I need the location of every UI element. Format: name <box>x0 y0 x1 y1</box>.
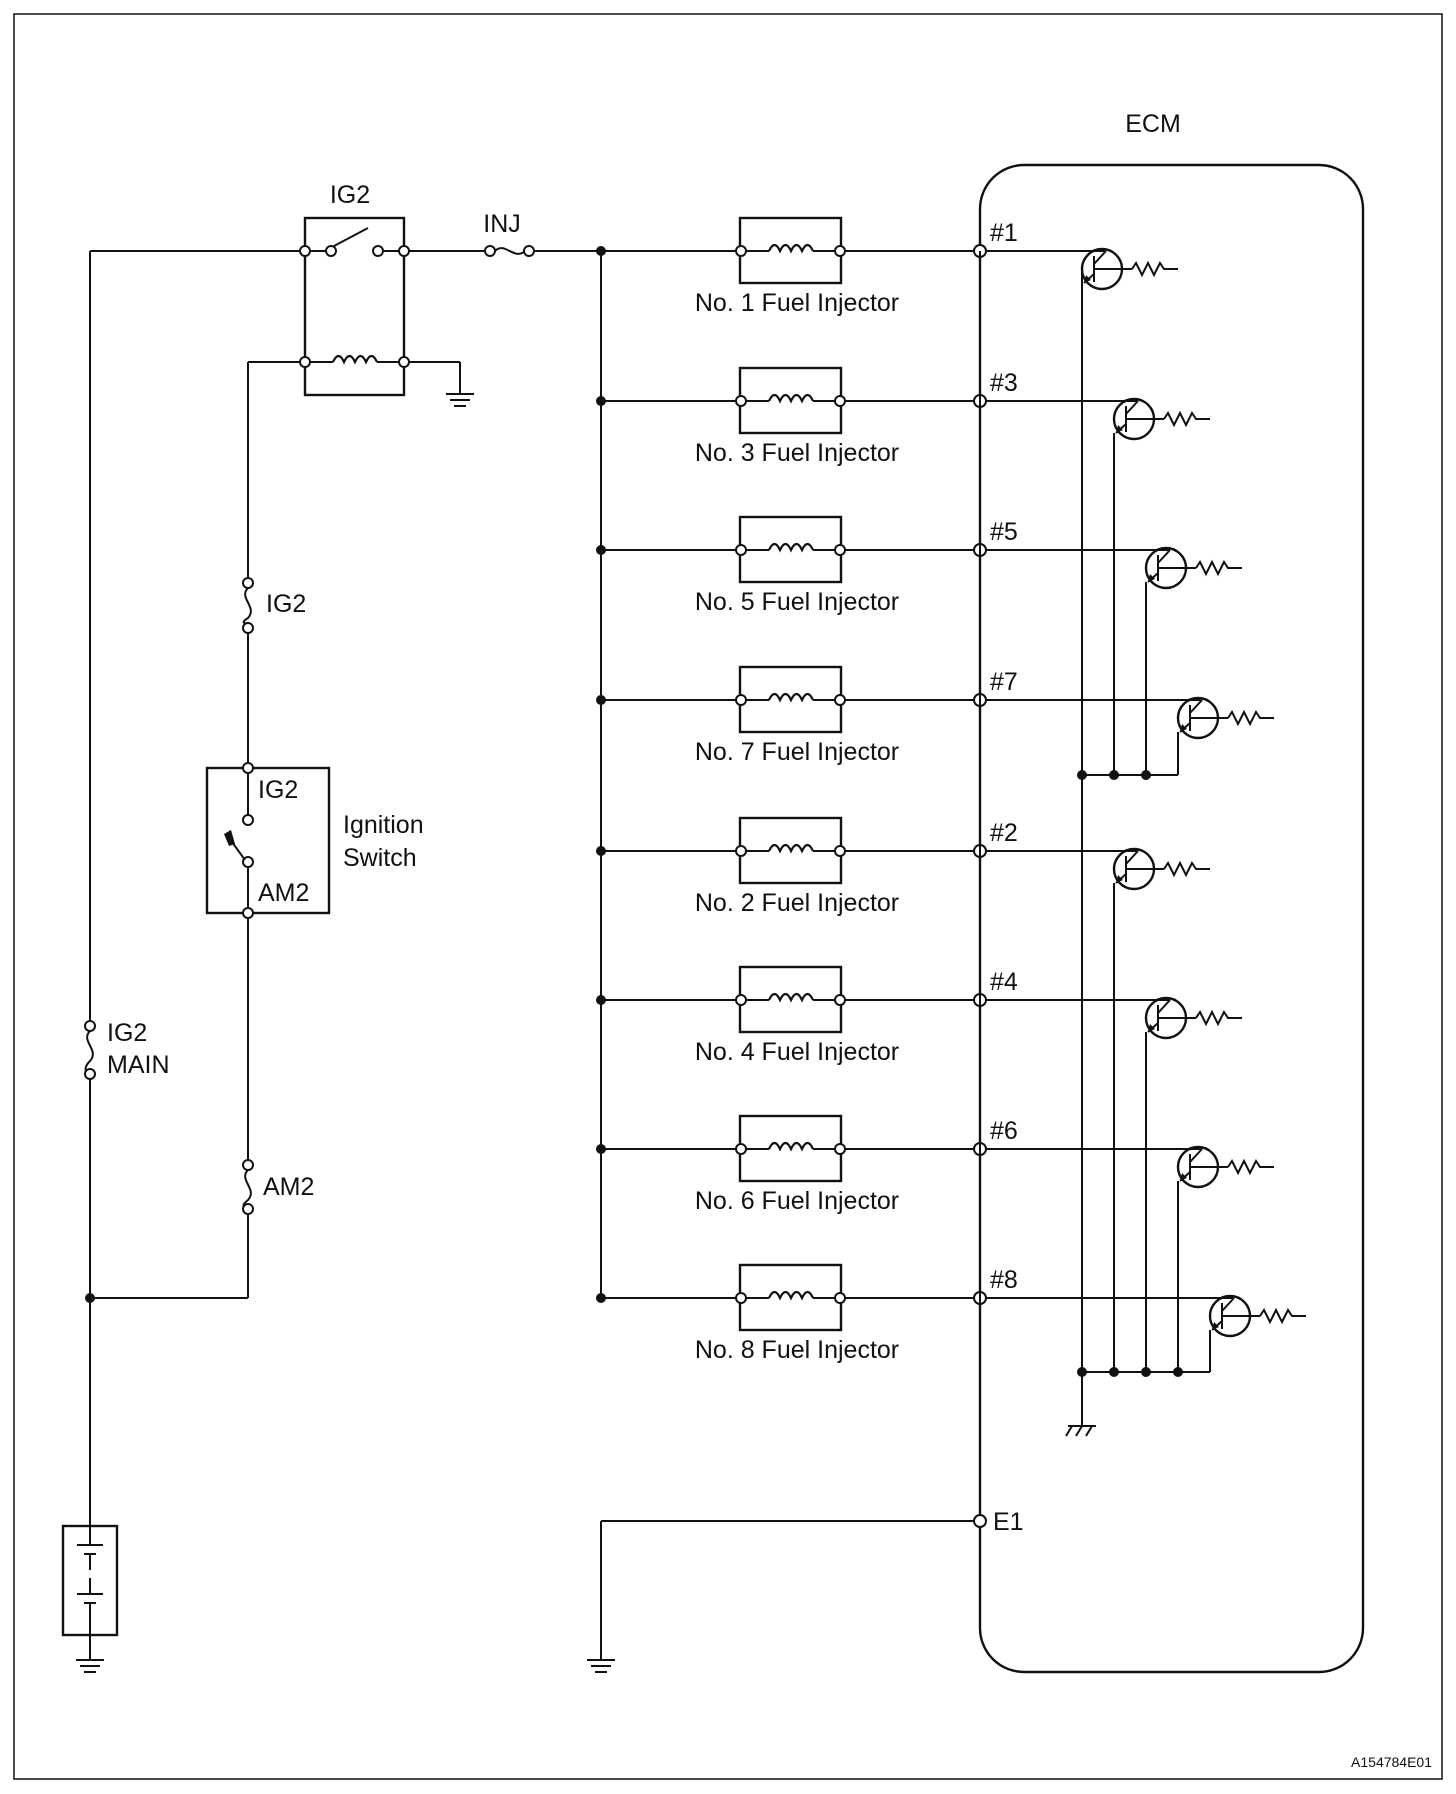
battery-icon <box>61 1524 119 1637</box>
relay-coil-icon <box>331 354 379 364</box>
inj-fuse: INJ <box>409 210 601 257</box>
ecm-terminal-label: #7 <box>990 668 1018 696</box>
injector-row: No. 3 Fuel Injector #3 <box>596 366 1018 467</box>
injector-row: No. 4 Fuel Injector #4 <box>596 965 1018 1066</box>
inj-fuse-label: INJ <box>483 210 521 238</box>
e1-terminal-label: E1 <box>993 1508 1024 1536</box>
injector-row: No. 8 Fuel Injector #8 <box>596 1263 1018 1364</box>
injector-row: No. 1 Fuel Injector #1 <box>601 216 1018 317</box>
injector-coil-icon <box>767 1290 815 1300</box>
injector-label: No. 7 Fuel Injector <box>695 738 899 766</box>
injector-row: No. 2 Fuel Injector #2 <box>596 816 1018 917</box>
diagram-frame <box>13 13 1443 1780</box>
figure-id: A154784E01 <box>1351 1754 1432 1770</box>
driver-transistor-icon <box>986 397 1210 775</box>
injector-label: No. 3 Fuel Injector <box>695 439 899 467</box>
injector-label: No. 1 Fuel Injector <box>695 289 899 317</box>
am2-fuse-label: AM2 <box>263 1173 314 1201</box>
injector-row: No. 6 Fuel Injector #6 <box>596 1114 1018 1215</box>
driver-transistor-icon <box>986 546 1242 775</box>
ground-icon <box>446 393 474 407</box>
injector-coil-icon <box>767 1141 815 1151</box>
injector-coil-icon <box>767 542 815 552</box>
ignition-switch-ig2-terminal: IG2 <box>258 776 298 804</box>
driver-transistor-icon <box>986 847 1210 1372</box>
ignition-switch-label-line2: Switch <box>343 844 417 872</box>
ground-icon <box>76 1635 104 1673</box>
driver-transistor-icon <box>986 1294 1306 1372</box>
driver-transistor-icon <box>986 996 1242 1372</box>
ignition-switch-label-line1: Ignition <box>343 811 424 839</box>
driver-transistor-icon <box>986 1145 1274 1372</box>
ig2-main-fuse: IG2 MAIN <box>84 1019 170 1080</box>
injector-label: No. 4 Fuel Injector <box>695 1038 899 1066</box>
ecm-ground-bus <box>1065 269 1210 1437</box>
ig2-main-fuse-label-line2: MAIN <box>107 1051 170 1079</box>
driver-transistors <box>986 247 1306 1437</box>
ignition-switch-am2-terminal: AM2 <box>258 879 309 907</box>
injector-coil-icon <box>767 393 815 403</box>
injector-coil-icon <box>767 992 815 1002</box>
ignition-switch: IG2 AM2 Ignition Switch <box>205 762 424 919</box>
ecm-terminal-label: #6 <box>990 1117 1018 1145</box>
injector-row: No. 7 Fuel Injector #7 <box>596 665 1018 766</box>
ecm: ECM <box>978 110 1365 1674</box>
am2-fuse: AM2 <box>242 1159 314 1215</box>
injector-coil-icon <box>767 843 815 853</box>
injector-row: No. 5 Fuel Injector #5 <box>596 515 1018 616</box>
battery-circuit: IG2 MAIN <box>61 250 302 1673</box>
ecm-box <box>978 163 1365 1674</box>
ecm-terminal-label: #4 <box>990 968 1018 996</box>
ecm-terminal-label: #5 <box>990 518 1018 546</box>
chassis-ground-icon <box>1065 1425 1096 1437</box>
ignition-branch: AM2 IG2 AM2 Ignition Switch IG2 <box>205 361 424 1298</box>
e1-ground-circuit: E1 <box>587 1508 1024 1673</box>
injector-rows: No. 1 Fuel Injector #1No. 3 Fuel Injector… <box>596 216 1018 1364</box>
ecm-terminal-label: #8 <box>990 1266 1018 1294</box>
ig2-relay: IG2 <box>299 181 474 407</box>
switch-lever-icon <box>224 830 235 846</box>
injector-label: No. 5 Fuel Injector <box>695 588 899 616</box>
ecm-label: ECM <box>1125 110 1181 138</box>
ig2-main-fuse-label-line1: IG2 <box>107 1019 147 1047</box>
injector-coil-icon <box>767 243 815 253</box>
ig2-fuse-label: IG2 <box>266 590 306 618</box>
injector-label: No. 8 Fuel Injector <box>695 1336 899 1364</box>
ecm-terminal-label: #3 <box>990 369 1018 397</box>
injector-label: No. 2 Fuel Injector <box>695 889 899 917</box>
ig2-relay-label: IG2 <box>330 181 370 209</box>
ecm-terminal-label: #1 <box>990 219 1018 247</box>
driver-transistor-icon <box>986 696 1274 775</box>
ecm-terminal-label: #2 <box>990 819 1018 847</box>
injector-label: No. 6 Fuel Injector <box>695 1187 899 1215</box>
injector-coil-icon <box>767 692 815 702</box>
ig2-fuse: IG2 <box>242 577 306 634</box>
ground-icon <box>587 1659 615 1673</box>
